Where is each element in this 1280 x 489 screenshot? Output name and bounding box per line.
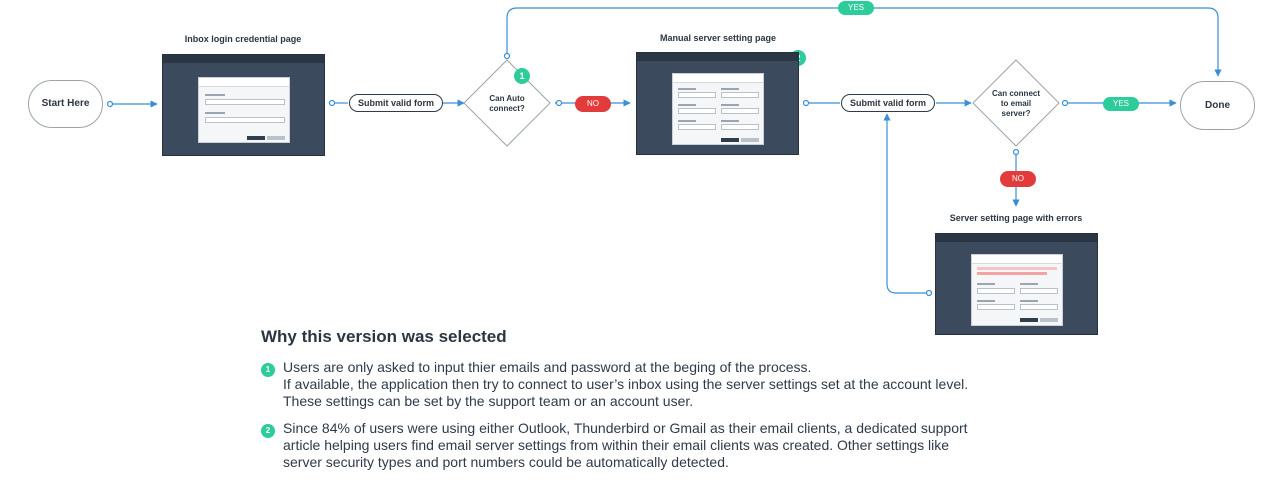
edge-autoconnect-yes (506, 7, 1222, 77)
decision-2-line-2: to email (1000, 99, 1032, 108)
caption-manual-server: Manual server setting page (659, 33, 777, 43)
decision-auto-connect: Can Auto connect? (489, 94, 525, 114)
note-1-line-2: If available, the application then try t… (283, 376, 969, 392)
decision-2-line-1: Can connect (991, 89, 1041, 98)
note-2-line-3: server security types and port numbers c… (283, 454, 729, 470)
note-1-line-3: These settings can be set by the support… (283, 393, 694, 409)
start-node: Start Here (28, 80, 103, 128)
note-1-line-1: Users are only asked to input thier emai… (283, 359, 812, 375)
caption-inbox-login: Inbox login credential page (184, 34, 302, 44)
decision-connect-server-shape (972, 59, 1060, 147)
done-node: Done (1180, 81, 1255, 130)
decision-auto-connect-shape (463, 59, 551, 147)
yes-label-top: YES (838, 1, 875, 15)
note-2-badge: 2 (261, 424, 275, 438)
notes-title: Why this version was selected (261, 327, 507, 346)
yes-label-right: YES (1103, 97, 1140, 111)
selection-notes: Why this version was selected 1 Users ar… (261, 327, 1061, 481)
note-1: 1 Users are only asked to input thier em… (261, 359, 1061, 410)
no-label-1: NO (575, 96, 611, 112)
note-2: 2 Since 84% of users were using either O… (261, 420, 1061, 471)
note-2-line-1: Since 84% of users were using either Out… (283, 420, 968, 436)
edge-errors-to-submit (883, 113, 929, 294)
caption-server-errors: Server setting page with errors (949, 213, 1083, 223)
manual-server-thumbnail (636, 52, 799, 155)
badge-1: 1 (514, 68, 530, 84)
server-errors-thumbnail (935, 233, 1098, 335)
submit-valid-form-1: Submit valid form (349, 94, 444, 112)
decision-1-line-1: Can Auto (489, 94, 525, 103)
inbox-login-thumbnail (162, 54, 325, 156)
note-1-badge: 1 (261, 363, 275, 377)
decision-2-line-3: server? (1001, 109, 1031, 118)
decision-1-line-2: connect? (489, 104, 525, 113)
note-2-line-2: article helping users find email server … (283, 437, 950, 453)
decision-connect-server: Can connect to email server? (992, 89, 1040, 119)
submit-valid-form-2: Submit valid form (841, 94, 936, 112)
no-label-2: NO (1000, 171, 1036, 187)
